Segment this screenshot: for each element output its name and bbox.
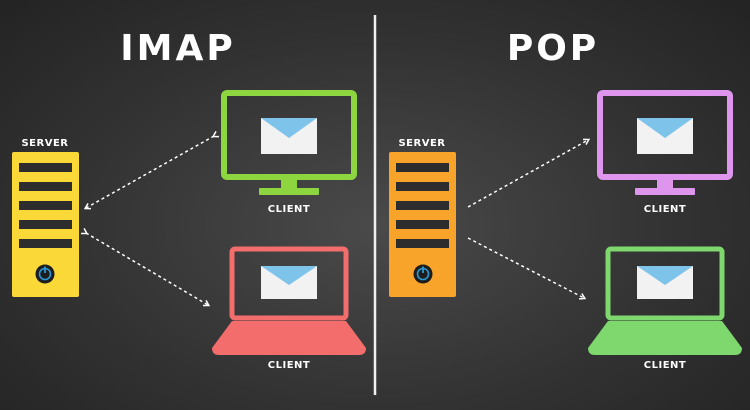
power-icon (413, 264, 433, 284)
imap-desktop-client-label: CLIENT (267, 204, 311, 215)
envelope-icon (261, 118, 317, 154)
pop-laptop-icon (588, 246, 742, 355)
dashed-arrow (83, 131, 219, 210)
imap-server-icon (12, 152, 79, 297)
pop-server-icon (389, 152, 456, 297)
envelope-icon (261, 266, 317, 299)
imap-laptop-icon (212, 246, 366, 355)
dashed-arrow (81, 228, 211, 307)
imap-title: IMAP (120, 28, 236, 69)
dashed-arrow (467, 237, 587, 300)
imap-server-label: SERVER (21, 138, 69, 149)
power-icon (35, 264, 55, 284)
pop-title: POP (506, 28, 600, 69)
dashed-arrow (467, 138, 591, 208)
pop-laptop-client-label: CLIENT (643, 360, 687, 371)
imap-desktop-monitor-icon (221, 90, 357, 195)
imap-laptop-client-label: CLIENT (267, 360, 311, 371)
envelope-icon (637, 118, 693, 154)
pop-desktop-monitor-icon (597, 90, 733, 195)
envelope-icon (637, 266, 693, 299)
pop-server-label: SERVER (398, 138, 446, 149)
pop-desktop-client-label: CLIENT (643, 204, 687, 215)
